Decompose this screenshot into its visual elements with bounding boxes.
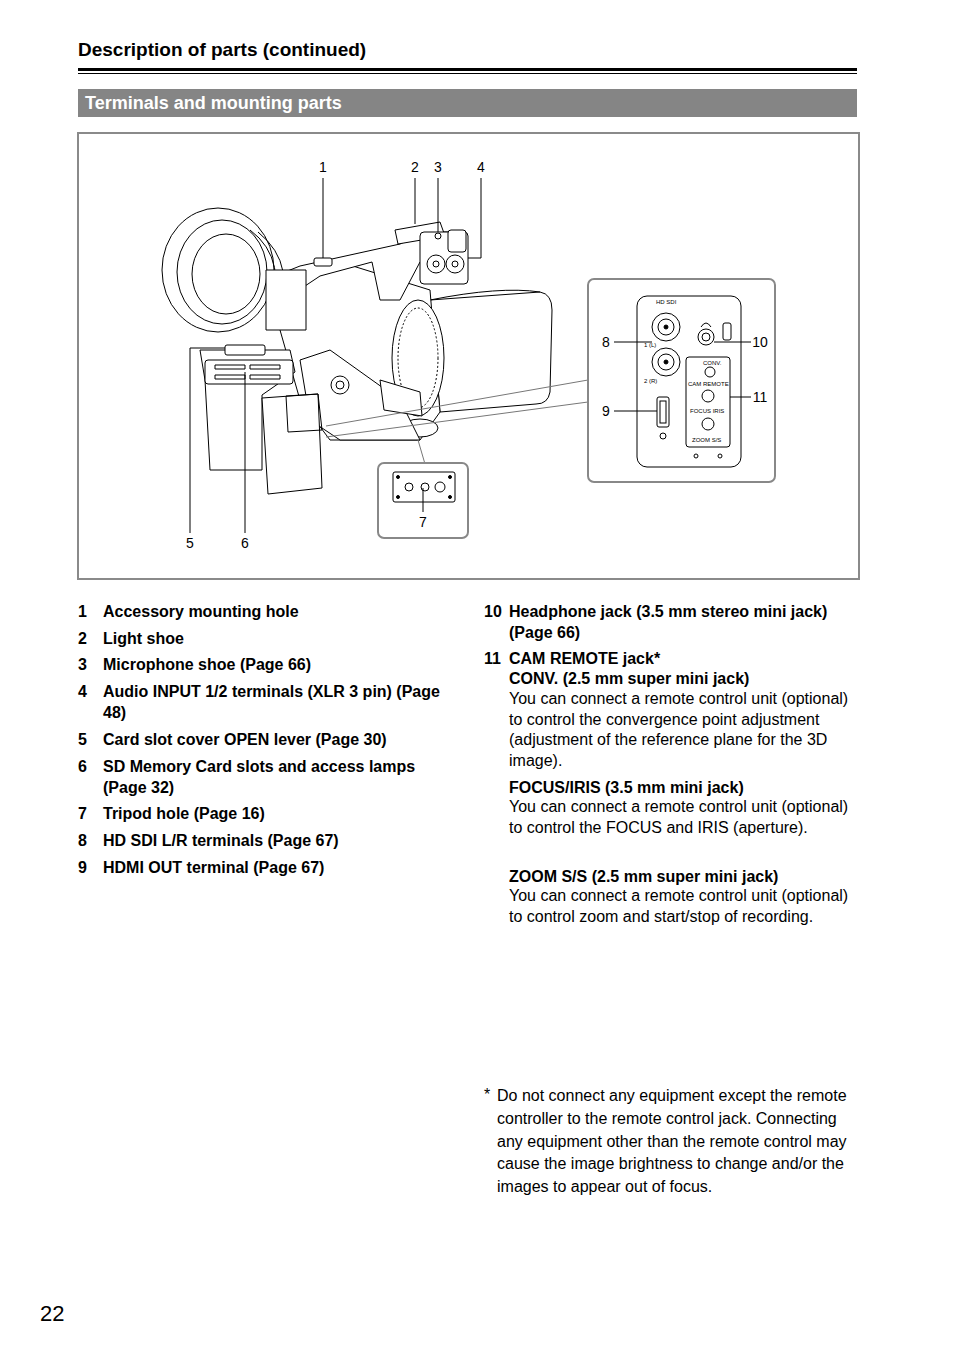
item-number: 6 (78, 756, 102, 777)
item-number: 7 (78, 803, 102, 824)
callout-number: 9 (596, 402, 616, 420)
item-number: 5 (78, 729, 102, 750)
item-number: 8 (78, 830, 102, 851)
item-description: You can connect a remote control unit (o… (509, 689, 861, 771)
callout-number: 2 (405, 158, 425, 176)
callout-number: 1 (313, 158, 333, 176)
item-name: CAM REMOTE jack* (509, 648, 859, 669)
item-number: 4 (78, 681, 102, 702)
callout-number: 11 (749, 388, 771, 406)
callout-number: 10 (749, 333, 771, 351)
item-number: 10 (484, 601, 510, 622)
item-name: HDMI OUT terminal (Page 67) (103, 857, 448, 878)
callout-number: 8 (596, 333, 616, 351)
section-band: Terminals and mounting parts (78, 89, 857, 117)
port-label: 1 (L) (644, 342, 656, 349)
callout-number: 3 (428, 158, 448, 176)
item-name: Accessory mounting hole (103, 601, 448, 622)
item-subname: CONV. (2.5 mm super mini jack) (509, 668, 859, 689)
item-subname: FOCUS/IRIS (3.5 mm mini jack) (509, 777, 859, 798)
item-name: Headphone jack (3.5 mm stereo mini jack)… (509, 601, 859, 643)
page-number: 22 (40, 1301, 80, 1327)
page-title: Description of parts (continued) (78, 38, 366, 62)
footnote-text: Do not connect any equipment except the … (497, 1085, 859, 1199)
item-name: Microphone shoe (Page 66) (103, 654, 448, 675)
port-label: CAM REMOTE (688, 381, 729, 388)
item-number: 9 (78, 857, 102, 878)
callout-number: 5 (180, 534, 200, 552)
port-label: CONV. (703, 360, 721, 367)
item-number: 3 (78, 654, 102, 675)
item-name: HD SDI L/R terminals (Page 67) (103, 830, 448, 851)
section-heading: Terminals and mounting parts (78, 89, 857, 117)
item-name: Tripod hole (Page 16) (103, 803, 448, 824)
item-subname: ZOOM S/S (2.5 mm super mini jack) (509, 866, 859, 887)
item-name: Audio INPUT 1/2 terminals (XLR 3 pin) (P… (103, 681, 448, 723)
item-name: Card slot cover OPEN lever (Page 30) (103, 729, 448, 750)
port-label: HD SDI (656, 299, 676, 306)
port-label: 2 (R) (644, 378, 657, 385)
callout-number: 6 (235, 534, 255, 552)
item-number: 11 (484, 648, 510, 669)
item-number: 1 (78, 601, 102, 622)
port-label: FOCUS IRIS (690, 408, 724, 415)
port-label: ZOOM S/S (692, 437, 721, 444)
callout-number: 4 (471, 158, 491, 176)
item-description: You can connect a remote control unit (o… (509, 886, 861, 927)
footnote-mark: * (484, 1084, 496, 1107)
leader-lines (190, 178, 751, 533)
callout-number: 7 (413, 513, 433, 531)
item-description: You can connect a remote control unit (o… (509, 797, 861, 838)
item-name: SD Memory Card slots and access lamps (P… (103, 756, 448, 798)
item-name: Light shoe (103, 628, 448, 649)
item-number: 2 (78, 628, 102, 649)
